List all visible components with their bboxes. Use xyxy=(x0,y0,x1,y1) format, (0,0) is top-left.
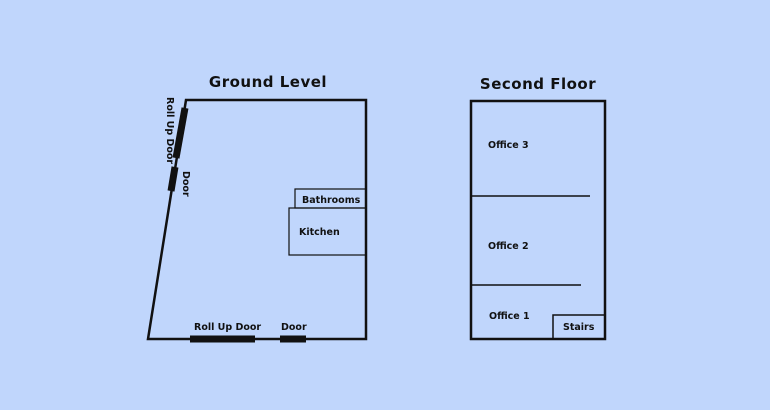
second-floor-plan: Second Floor Office 3 Office 2 Office 1 … xyxy=(469,75,607,341)
office-1-label: Office 1 xyxy=(489,311,530,322)
office-3-label: Office 3 xyxy=(488,140,529,151)
ground-level-outline xyxy=(146,98,368,341)
bottom-door-label: Door xyxy=(281,322,307,333)
left-door-label: Door xyxy=(180,171,191,197)
left-roll-up-door xyxy=(172,107,189,159)
left-door xyxy=(167,166,179,192)
ground-level-plan: Ground Level Roll Up Door Door Roll Up D… xyxy=(146,73,368,343)
second-floor-outline xyxy=(469,99,607,341)
bathrooms-label: Bathrooms xyxy=(302,195,361,206)
stairs-label: Stairs xyxy=(563,322,595,333)
bottom-roll-up-door-label: Roll Up Door xyxy=(194,322,261,333)
kitchen-room xyxy=(288,207,367,256)
left-roll-up-door-label: Roll Up Door xyxy=(164,97,175,164)
stairs-room xyxy=(552,314,606,340)
kitchen-label: Kitchen xyxy=(299,227,340,238)
ground-level-title: Ground Level xyxy=(209,73,327,91)
office-2-label: Office 2 xyxy=(488,241,529,252)
second-floor-title: Second Floor xyxy=(480,75,596,93)
